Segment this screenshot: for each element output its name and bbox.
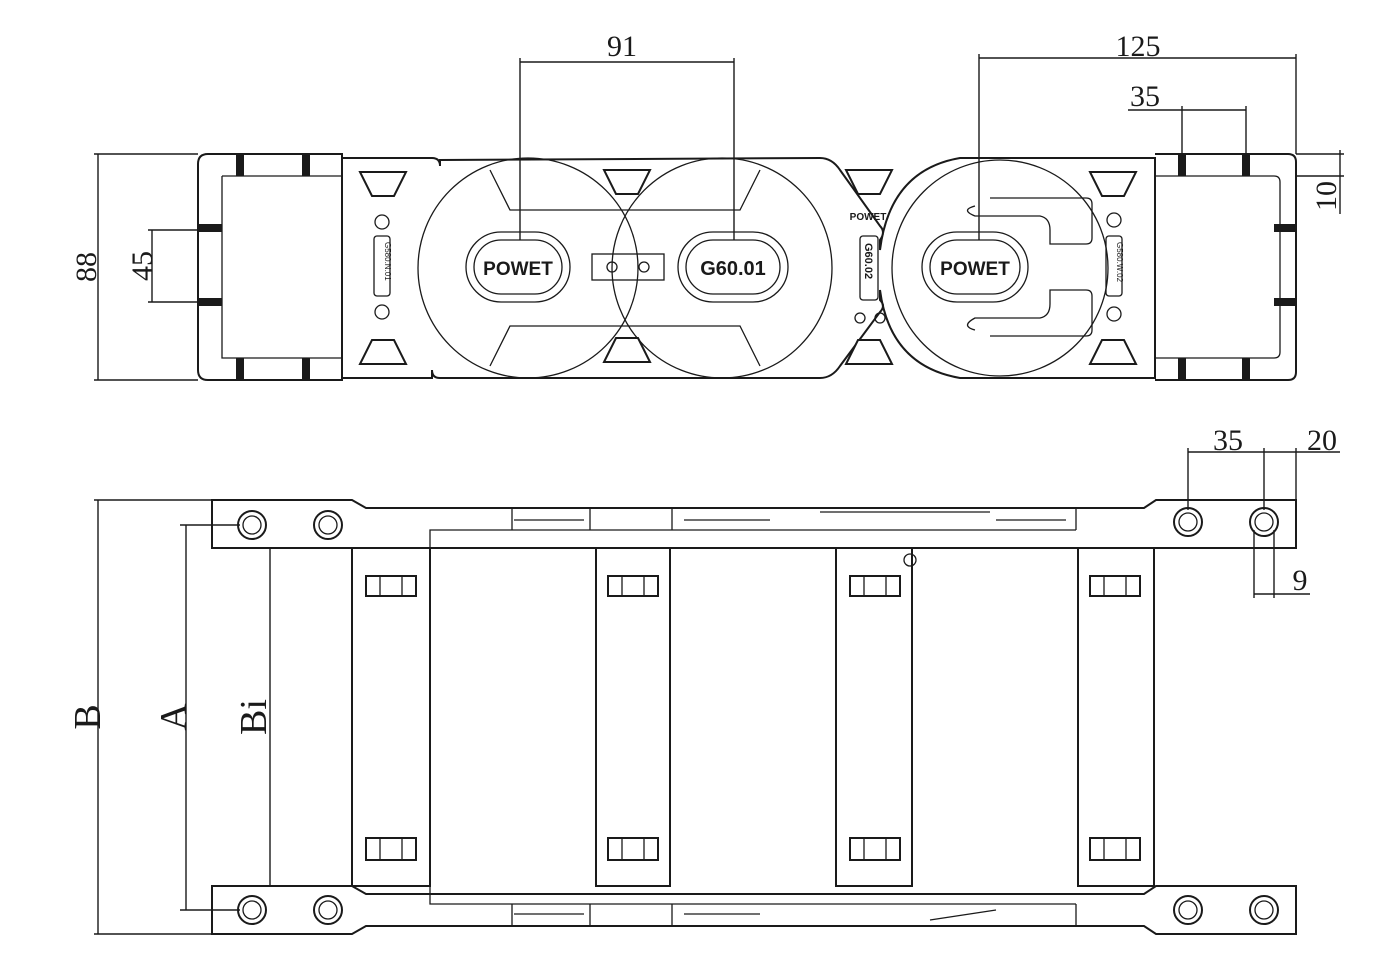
top-rail xyxy=(211,499,1297,549)
brand-mid: POWET xyxy=(850,212,887,223)
svg-text:20: 20 xyxy=(1307,424,1337,457)
side-tag-left-frame xyxy=(373,235,391,297)
right-link-circle xyxy=(891,159,1109,377)
right-channel xyxy=(966,197,1093,337)
model-mid-frame xyxy=(859,235,879,301)
dim-45: 45 xyxy=(126,229,198,303)
svg-text:A: A xyxy=(153,703,195,731)
dim-35-bottom: 35 xyxy=(1187,424,1265,510)
dim-35-top: 35 xyxy=(1128,80,1247,160)
svg-text:9: 9 xyxy=(1293,564,1308,597)
brand-badge-left xyxy=(465,231,571,303)
inner-channel xyxy=(489,169,761,367)
svg-text:Bi: Bi xyxy=(233,699,275,735)
left-link-circle xyxy=(417,157,639,379)
dim-88: 88 xyxy=(70,153,198,381)
triangle-markers xyxy=(358,169,1138,365)
dim-A: A xyxy=(153,524,240,911)
brand-badge-right xyxy=(921,231,1029,303)
center-connector xyxy=(591,253,665,281)
svg-text:91: 91 xyxy=(607,30,637,63)
dim-B: B xyxy=(67,499,212,935)
dim-10: 10 xyxy=(1296,150,1344,214)
model-center: G60.01 xyxy=(700,258,766,280)
bracket-notches xyxy=(198,154,1296,380)
top-right-bracket-inner xyxy=(1155,175,1281,359)
crossbar-slots xyxy=(365,575,1141,861)
side-tag-right-frame xyxy=(1105,235,1123,297)
rail-holes xyxy=(237,507,1279,925)
svg-text:88: 88 xyxy=(70,252,103,282)
svg-text:10: 10 xyxy=(1310,181,1343,211)
bottom-rail xyxy=(211,885,1297,935)
side-tag-right: G580.W.02 xyxy=(1115,242,1124,283)
dim-Bi: Bi xyxy=(233,547,352,887)
center-link-circle xyxy=(611,157,833,379)
dim-125: 125 xyxy=(978,30,1297,240)
dim-91: 91 xyxy=(519,30,735,240)
svg-text:B: B xyxy=(67,704,109,729)
model-mid: G60.02 xyxy=(862,243,874,279)
svg-text:35: 35 xyxy=(1130,80,1160,113)
svg-text:45: 45 xyxy=(126,251,159,281)
top-view: G580.N.01 G580.W.02 POWET G60.01 POWET G… xyxy=(70,30,1344,381)
top-right-bracket xyxy=(1155,153,1297,381)
dim-20: 20 xyxy=(1264,424,1340,500)
model-badge-center xyxy=(677,231,789,303)
bottom-view: 35 20 9 B A Bi xyxy=(67,424,1340,935)
svg-text:35: 35 xyxy=(1213,424,1243,457)
link-body xyxy=(341,156,1156,379)
top-holes xyxy=(374,212,1122,324)
side-tag-left: G580.N.01 xyxy=(383,242,392,281)
top-outline xyxy=(197,153,343,381)
top-left-bracket-inner xyxy=(221,175,342,359)
svg-text:125: 125 xyxy=(1116,30,1161,63)
brand-left: POWET xyxy=(483,259,553,280)
brand-right: POWET xyxy=(940,259,1010,280)
dim-9: 9 xyxy=(1253,530,1310,598)
crossbars xyxy=(351,547,1155,887)
